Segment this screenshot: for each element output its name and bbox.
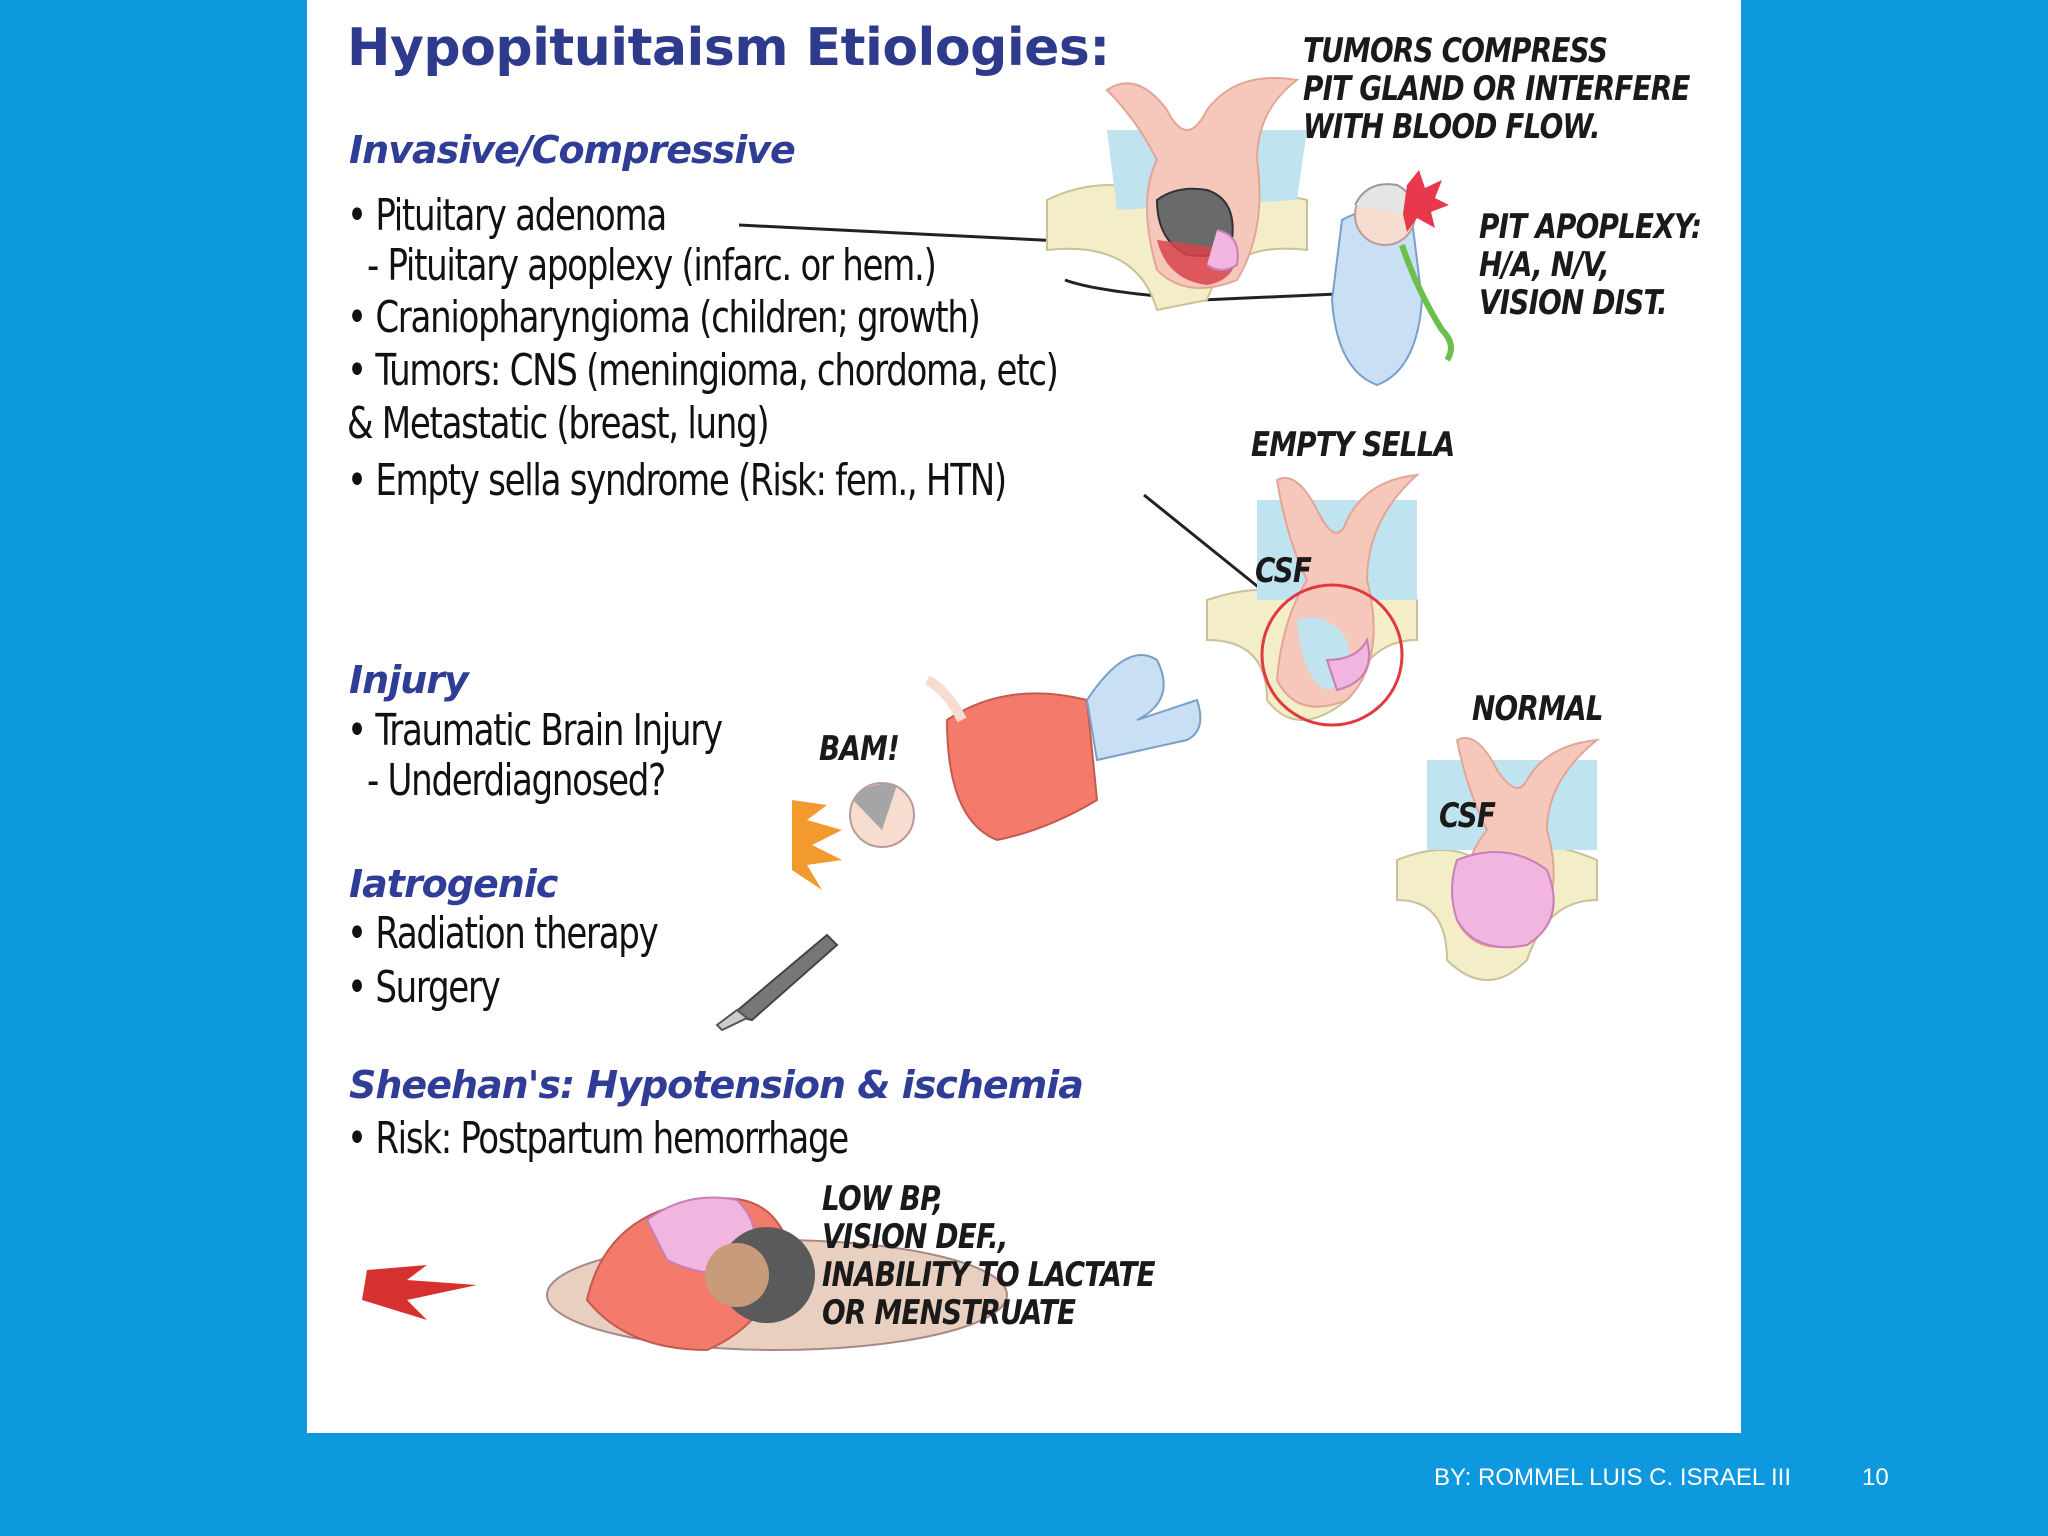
label-normal: Normal (1472, 689, 1603, 729)
annotation-line: or Menstruate (822, 1293, 1076, 1333)
annotation-line: Vision dist. (1479, 283, 1668, 323)
heading-sheehans: Sheehan's: Hypotension & ischemia (349, 1063, 1084, 1107)
annotation-sheehan-symptoms: Low BP, Vision Def., Inability to lactat… (822, 1179, 1156, 1333)
annotation-line: Inability to lactate (822, 1255, 1156, 1295)
annotation-tumors-compress: Tumors compress Pit gland or interfere w… (1303, 32, 1690, 146)
annotation-line: Pit gland or interfere (1303, 69, 1690, 109)
bullet-pituitary-apoplexy: - Pituitary apoplexy (infarc. or hem.) (367, 240, 937, 291)
bullet-tumors-cns: • Tumors: CNS (meningioma, chordoma, etc… (347, 345, 1059, 396)
page-number: 10 (1862, 1464, 1889, 1491)
sheehan-patient-figure (362, 1196, 1008, 1352)
normal-sella-illustration (1396, 737, 1601, 981)
footer-author: BY: ROMMEL LUIS C. ISRAEL III (1434, 1464, 1791, 1491)
heading-invasive-compressive: Invasive/Compressive (349, 128, 796, 172)
bullet-craniopharyngioma: • Craniopharyngioma (children; growth) (347, 292, 981, 343)
illustration-layer (362, 77, 1601, 1352)
annotation-line: with blood flow. (1303, 107, 1601, 147)
annotation-line: H/A, N/V, (1479, 245, 1610, 285)
bullet-underdiagnosed: - Underdiagnosed? (367, 755, 666, 806)
label-empty-sella: Empty sella (1251, 425, 1455, 465)
apoplexy-patient-figure (1330, 170, 1454, 387)
bullet-surgery: • Surgery (347, 962, 501, 1013)
slide-title: Hypopituitaism Etiologies: (347, 18, 1110, 78)
connector-empty-sella (1143, 493, 1263, 592)
annotation-line: Pit Apoplexy: (1479, 207, 1702, 247)
scalpel-icon (715, 933, 839, 1032)
annotation-line: Tumors compress (1303, 31, 1608, 71)
label-bam: BAM! (819, 729, 900, 769)
annotation-pit-apoplexy: Pit Apoplexy: H/A, N/V, Vision dist. (1479, 207, 1702, 323)
annotation-line: Vision Def., (822, 1217, 1008, 1257)
heading-iatrogenic: Iatrogenic (349, 862, 558, 906)
falling-person-figure (792, 654, 1202, 890)
pituitary-tumor-illustration (1046, 77, 1308, 312)
bullet-postpartum-hemorrhage: • Risk: Postpartum hemorrhage (347, 1113, 849, 1164)
bullet-traumatic-brain-injury: • Traumatic Brain Injury (347, 705, 723, 756)
empty-sella-illustration (1206, 473, 1420, 727)
bullet-pituitary-adenoma: • Pituitary adenoma (347, 190, 667, 241)
label-csf-empty-sella: CSF (1255, 551, 1312, 591)
bullet-metastatic: & Metastatic (breast, lung) (347, 398, 770, 449)
heading-injury: Injury (349, 658, 469, 702)
annotation-line: Low BP, (822, 1179, 943, 1219)
bullet-radiation-therapy: • Radiation therapy (347, 908, 659, 959)
label-csf-normal: CSF (1439, 796, 1496, 836)
bullet-empty-sella: • Empty sella syndrome (Risk: fem., HTN) (347, 455, 1007, 506)
slide-content-card: Hypopituitaism Etiologies: Invasive/Comp… (307, 0, 1741, 1433)
